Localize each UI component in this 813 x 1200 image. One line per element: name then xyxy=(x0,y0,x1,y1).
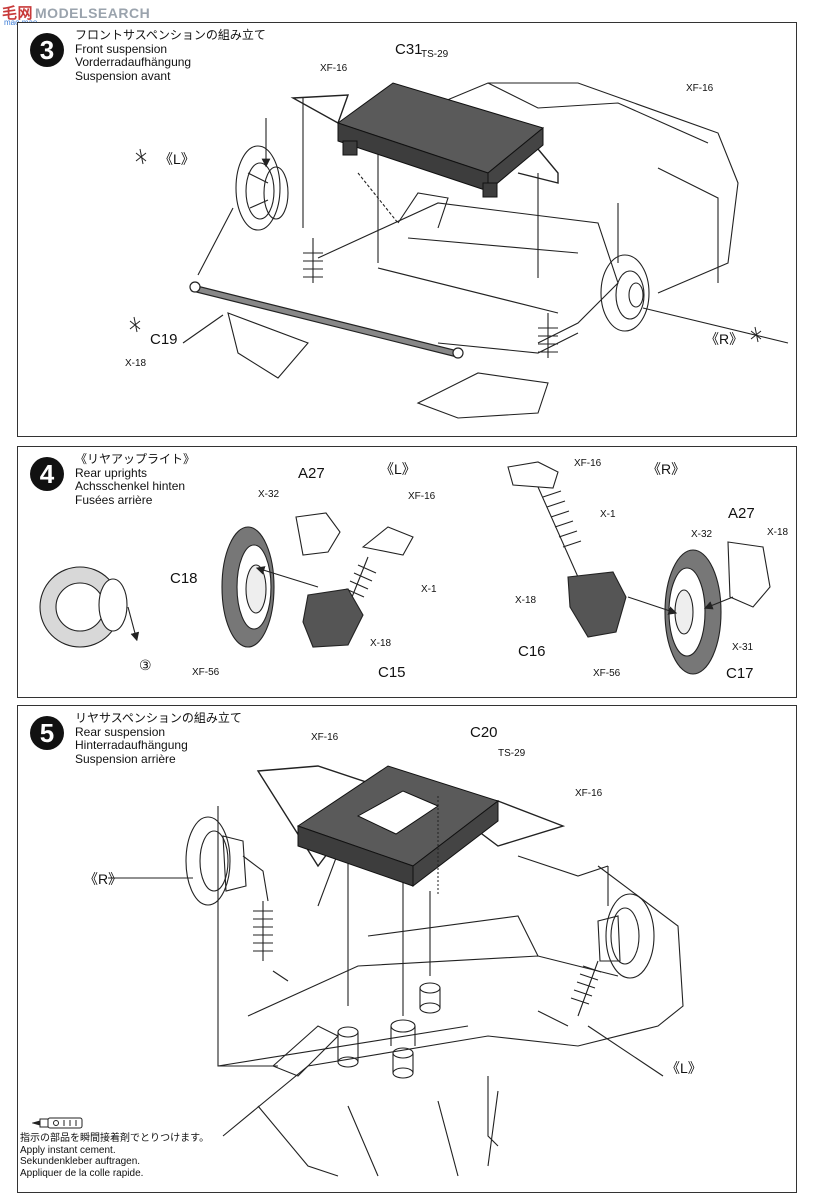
paint-label-x31: X-31 xyxy=(732,642,754,653)
title-fr: Suspension avant xyxy=(75,68,171,83)
rear-uprights-diagram xyxy=(39,461,771,675)
note-de: Sekundenkleber auftragen. xyxy=(20,1156,141,1167)
title-fr: Fusées arrière xyxy=(75,492,153,507)
side-label-left: 《L》 xyxy=(666,1060,702,1076)
note-en: Apply instant cement. xyxy=(20,1144,116,1156)
part-label-c18: C18 xyxy=(170,570,198,587)
paint-label-x18-left: X-18 xyxy=(370,638,392,649)
paint-label-ts29: TS-29 xyxy=(421,49,449,60)
paint-label-x18-right-b: X-18 xyxy=(515,595,537,606)
paint-label-x32-left: X-32 xyxy=(258,489,280,500)
side-label-right: 《R》 xyxy=(84,871,123,887)
paint-label-x18: X-18 xyxy=(125,358,147,369)
side-label-right: 《R》 xyxy=(705,331,744,347)
watermark-logo: 毛网 xyxy=(2,5,34,22)
paint-label-xf16-a: XF-16 xyxy=(320,63,348,74)
step-number: 3 xyxy=(30,33,64,67)
title-de: Achsschenkel hinten xyxy=(75,479,186,493)
paint-label-x18-right-a: X-18 xyxy=(767,527,789,538)
title-de: Hinterradaufhängung xyxy=(75,738,188,752)
title-en: Rear uprights xyxy=(75,465,148,480)
step-titles: 《リヤアップライト》 Rear uprights Achsschenkel hi… xyxy=(75,452,196,507)
note-fr: Appliquer de la colle rapide. xyxy=(20,1167,144,1179)
paint-label-xf16-right: XF-16 xyxy=(574,458,602,469)
glue-tube-icon xyxy=(32,1117,83,1129)
side-label-left: 《L》 xyxy=(380,461,416,477)
part-label-c19: C19 xyxy=(150,331,178,348)
step-number: 4 xyxy=(30,457,64,491)
note-ja: 指示の部品を瞬間接着剤でとりつけます。 xyxy=(20,1133,210,1144)
paint-label-x1-right: X-1 xyxy=(600,509,616,520)
title-en: Rear suspension xyxy=(75,724,166,739)
paint-label-x32-right: X-32 xyxy=(691,529,713,540)
step-4-panel: 4 《リヤアップライト》 Rear uprights Achsschenkel … xyxy=(17,446,797,698)
paint-label-xf56-right: XF-56 xyxy=(593,668,621,679)
front-suspension-diagram xyxy=(129,82,789,419)
step-titles: リヤサスペンションの組み立て Rear suspension Hinterrad… xyxy=(75,711,242,766)
part-label-a27-right: A27 xyxy=(728,505,755,522)
title-de: Vorderradaufhängung xyxy=(75,55,192,69)
rear-suspension-diagram xyxy=(108,765,684,1177)
step-number: 5 xyxy=(30,716,64,750)
paint-label-xf16-left: XF-16 xyxy=(408,491,436,502)
reference-step-3: ③ xyxy=(139,657,152,673)
paint-label-xf16-b: XF-16 xyxy=(686,83,714,94)
watermark-text: MODELSEARCH xyxy=(35,5,151,21)
side-label-right: 《R》 xyxy=(647,461,686,477)
paint-label-xf16-b: XF-16 xyxy=(575,788,603,799)
paint-label-x1-left: X-1 xyxy=(421,584,437,595)
step-5-panel: 5 リヤサスペンションの組み立て Rear suspension Hinterr… xyxy=(17,705,797,1193)
part-label-a27-left: A27 xyxy=(298,465,325,482)
step-titles: フロントサスペンションの組み立て Front suspension Vorder… xyxy=(75,28,266,83)
title-ja: 《リヤアップライト》 xyxy=(75,452,196,466)
paint-label-ts29: TS-29 xyxy=(498,748,526,759)
part-label-c16: C16 xyxy=(518,643,546,660)
title-ja: リヤサスペンションの組み立て xyxy=(75,711,242,725)
paint-label-xf56-left: XF-56 xyxy=(192,667,220,678)
title-fr: Suspension arrière xyxy=(75,751,176,766)
part-label-c17: C17 xyxy=(726,665,754,682)
step-3-panel: 3 フロントサスペンションの組み立て Front suspension Vord… xyxy=(17,22,797,437)
part-label-c31: C31 xyxy=(395,41,423,58)
side-label-left: 《L》 xyxy=(159,151,195,167)
title-ja: フロントサスペンションの組み立て xyxy=(75,28,266,42)
paint-label-xf16-a: XF-16 xyxy=(311,732,339,743)
part-label-c15: C15 xyxy=(378,664,406,681)
title-en: Front suspension xyxy=(75,41,168,56)
instant-cement-note: 指示の部品を瞬間接着剤でとりつけます。 Apply instant cement… xyxy=(20,1133,209,1179)
part-label-c20: C20 xyxy=(470,724,498,741)
